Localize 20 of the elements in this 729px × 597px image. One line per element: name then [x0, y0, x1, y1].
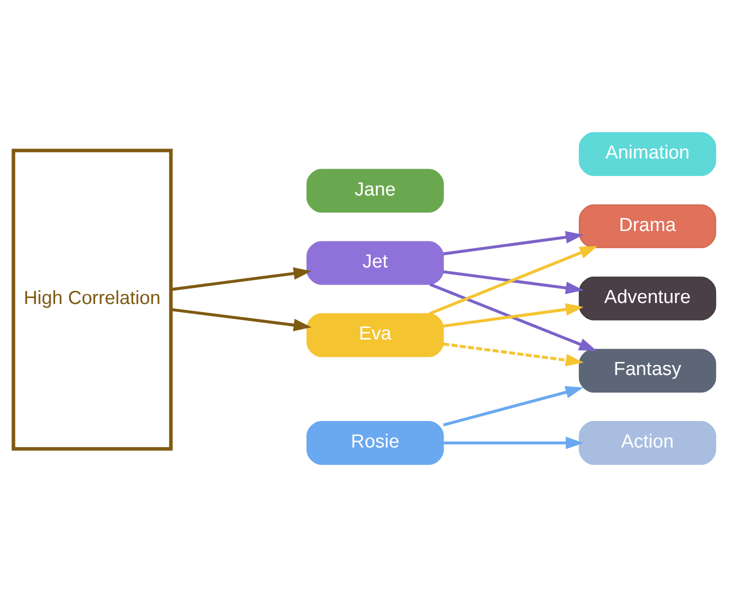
arrow: [170, 308, 312, 332]
node-box: Jane: [306, 168, 444, 213]
node-box: Drama: [578, 204, 716, 248]
node-box: Rosie: [306, 421, 444, 465]
node-box: Eva: [306, 313, 444, 358]
arrow: [428, 246, 598, 316]
node-box: Action: [578, 421, 716, 465]
arrow: [443, 436, 584, 450]
arrow: [170, 267, 312, 291]
node-box: High Correlation: [12, 148, 173, 451]
node-box: Animation: [578, 132, 716, 176]
node-box: Fantasy: [578, 348, 716, 393]
arrow: [443, 342, 584, 366]
node-box: Jet: [306, 241, 444, 285]
arrow: [429, 283, 597, 352]
arrow: [443, 303, 584, 328]
arrow: [443, 386, 584, 426]
arrow: [443, 270, 584, 294]
node-box: Adventure: [578, 276, 716, 320]
arrow: [443, 231, 584, 256]
